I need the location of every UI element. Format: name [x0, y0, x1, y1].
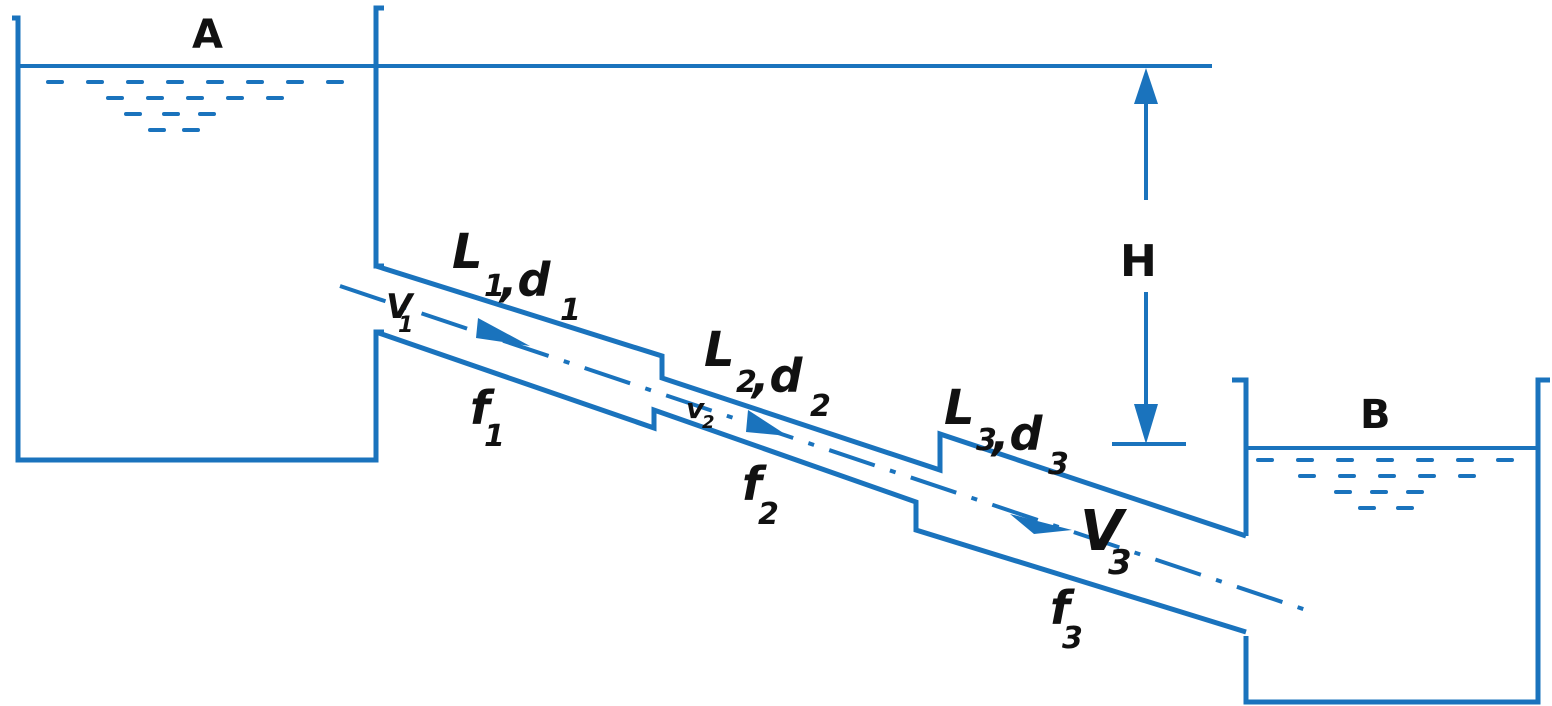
pipe-upper-wall	[375, 263, 1247, 539]
svg-text:V: V	[1080, 499, 1128, 564]
svg-text:2: 2	[758, 497, 779, 532]
svg-text:,d: ,d	[750, 349, 803, 403]
svg-text:2: 2	[810, 389, 831, 424]
tank-a-outline-lower	[12, 15, 384, 463]
svg-text:L: L	[944, 380, 975, 436]
tank-b	[1232, 377, 1550, 705]
head-arrow-down	[1134, 404, 1158, 444]
svg-text:V: V	[386, 287, 415, 327]
svg-text:3: 3	[1108, 543, 1132, 583]
svg-text:3: 3	[1062, 621, 1083, 656]
svg-text:3: 3	[976, 423, 997, 458]
svg-text:1: 1	[560, 293, 581, 328]
tank-b-label: B	[1360, 392, 1391, 438]
pipe2-label: L 2 ,d 2	[704, 322, 831, 424]
f2-label: f 2	[742, 457, 779, 532]
svg-text:3: 3	[1048, 447, 1069, 482]
f3-label: f 3	[1050, 581, 1083, 656]
head-dimension	[1134, 68, 1158, 444]
svg-text:L: L	[452, 224, 483, 280]
svg-text:L: L	[704, 322, 735, 378]
tank-a-water-ripples	[46, 80, 344, 132]
tank-a-label: A	[192, 12, 223, 58]
flow-arrow-v1	[476, 318, 530, 346]
flow-arrow-v3	[1010, 514, 1072, 534]
svg-text:2: 2	[736, 365, 757, 400]
tank-b-left-wall-upper	[1232, 377, 1249, 536]
svg-text:,d: ,d	[498, 253, 551, 307]
v3-label: V 3	[1080, 499, 1132, 583]
v2-label: v 2	[686, 392, 715, 433]
pipe3-label: L 3 ,d 3	[944, 380, 1069, 482]
svg-text:1: 1	[398, 313, 413, 338]
v1-label: V 1	[386, 287, 415, 338]
svg-text:1: 1	[484, 419, 505, 454]
tank-b-water-ripples	[1256, 458, 1514, 510]
svg-text:v: v	[686, 392, 705, 425]
head-label: H	[1120, 236, 1157, 287]
head-arrow-up	[1134, 68, 1158, 104]
tank-b-outline	[1243, 377, 1550, 705]
flow-arrow-v2	[746, 410, 788, 436]
tank-a	[12, 5, 384, 463]
svg-text:1: 1	[484, 269, 505, 304]
pipe1-label: L 1 ,d 1	[452, 224, 581, 328]
f1-label: f 1	[470, 381, 505, 454]
svg-text:2: 2	[702, 412, 715, 433]
tank-a-right-wall	[373, 5, 384, 269]
pipe-lower-wall	[375, 329, 1247, 635]
svg-text:,d: ,d	[990, 407, 1043, 461]
